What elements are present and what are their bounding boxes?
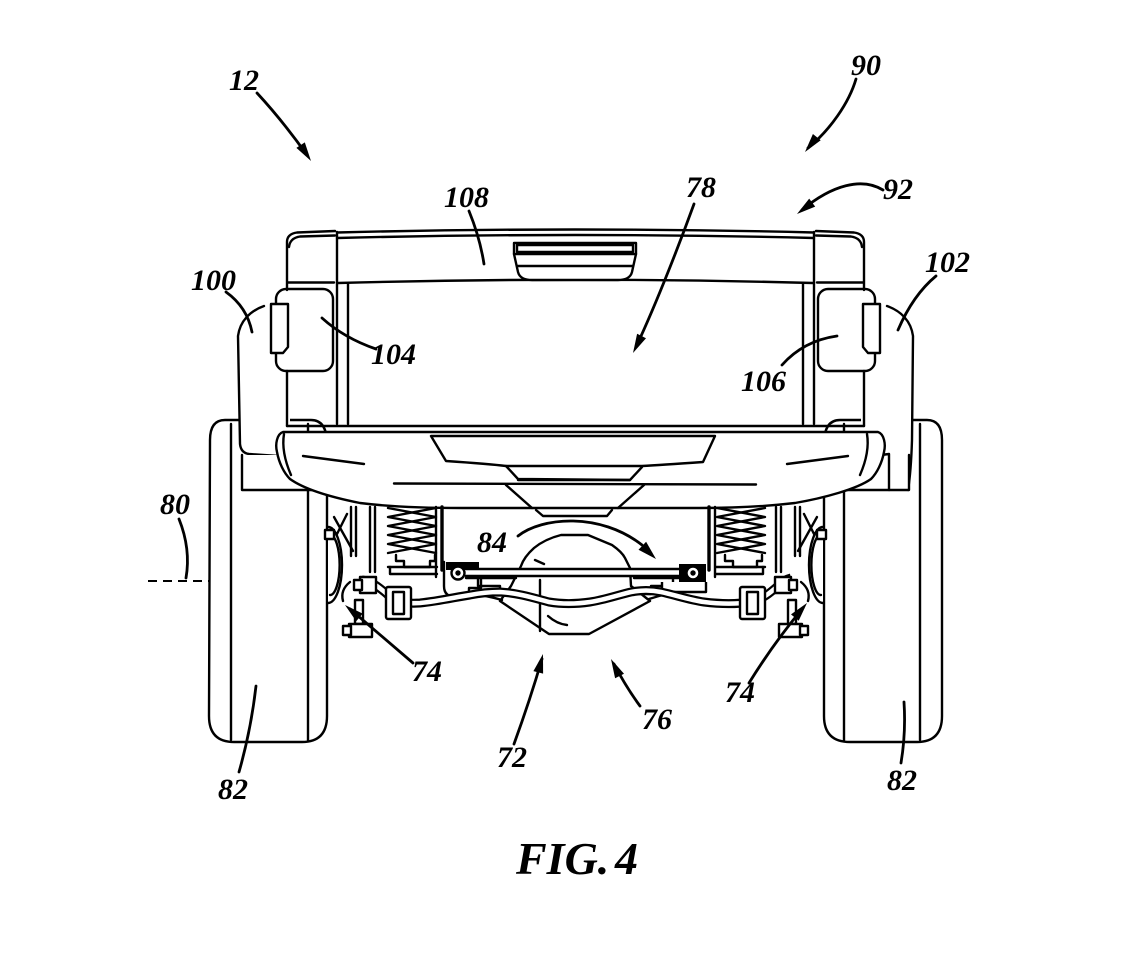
svg-text:100: 100 [191, 264, 236, 297]
svg-text:104: 104 [371, 338, 416, 371]
svg-text:78: 78 [686, 171, 716, 204]
svg-text:84: 84 [477, 526, 507, 559]
svg-text:102: 102 [925, 246, 970, 279]
svg-text:106: 106 [741, 365, 786, 398]
svg-text:90: 90 [851, 49, 881, 82]
svg-text:80: 80 [160, 488, 190, 521]
svg-text:82: 82 [887, 764, 917, 797]
svg-text:12: 12 [229, 64, 259, 97]
svg-text:74: 74 [412, 655, 442, 688]
svg-text:76: 76 [642, 703, 672, 736]
svg-text:82: 82 [218, 773, 248, 806]
svg-text:FIG.: FIG. [515, 833, 609, 884]
svg-text:108: 108 [444, 181, 489, 214]
svg-text:72: 72 [497, 741, 527, 774]
svg-text:4: 4 [614, 833, 638, 884]
svg-text:92: 92 [883, 173, 913, 206]
